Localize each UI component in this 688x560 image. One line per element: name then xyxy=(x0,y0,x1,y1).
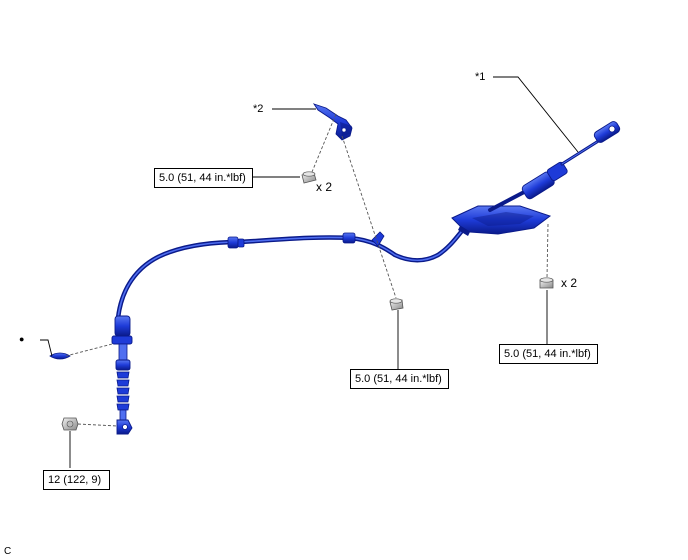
nut-end-icon xyxy=(61,417,79,431)
alignment-lines xyxy=(65,113,549,427)
quantity-nut-lever: x 2 xyxy=(561,276,578,290)
torque-spec-nut-lever: 5.0 (51, 44 in.*lbf) xyxy=(499,344,598,364)
torque-spec-nut-end: 12 (122, 9) xyxy=(43,470,110,490)
torque-spec-clip-mid: 5.0 (51, 44 in.*lbf) xyxy=(350,369,449,389)
part-2-bracket xyxy=(312,103,353,141)
leader-lines xyxy=(40,76,579,468)
nut-lever-icon xyxy=(539,277,554,289)
torque-spec-bolt-bracket: 5.0 (51, 44 in.*lbf) xyxy=(154,168,253,188)
figure-code: C xyxy=(4,546,12,557)
transmission-control-cable xyxy=(111,121,621,435)
nut-mid-icon xyxy=(389,298,404,311)
shift-lever-side-cable-end xyxy=(451,121,621,236)
callout-bullet: ● xyxy=(19,334,25,344)
callout-part-1: *1 xyxy=(475,71,486,83)
cable-clip-part xyxy=(49,352,71,360)
cable-clamp xyxy=(342,231,385,247)
bolt-bracket-icon xyxy=(301,171,317,184)
transmission-side-cable-end xyxy=(111,315,133,435)
cable-grommet xyxy=(227,236,245,249)
quantity-bolt-bracket: x 2 xyxy=(316,180,333,194)
callout-part-2: *2 xyxy=(253,103,264,115)
